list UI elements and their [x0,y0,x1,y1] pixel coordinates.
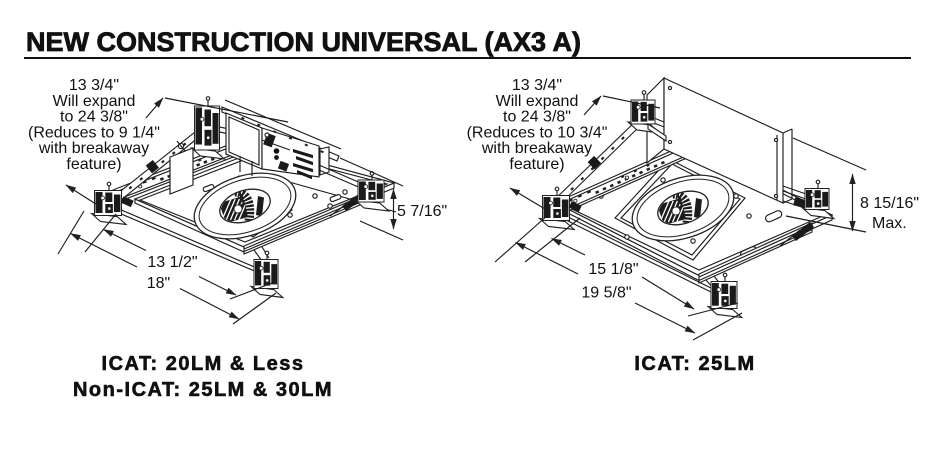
svg-text:with breakaway: with breakaway [481,140,592,157]
svg-text:8 15/16": 8 15/16" [860,195,919,212]
svg-text:15 1/8": 15 1/8" [588,261,638,278]
svg-text:with breakaway: with breakaway [38,140,149,157]
svg-text:Will expand: Will expand [496,93,579,110]
svg-text:(Reduces to 10 3/4": (Reduces to 10 3/4" [467,124,608,141]
svg-text:(Reduces to 9 1/4": (Reduces to 9 1/4" [28,124,160,141]
svg-text:Will expand: Will expand [53,93,136,110]
svg-text:13 3/4": 13 3/4" [512,77,562,94]
svg-text:to 24 3/8": to 24 3/8" [503,109,571,126]
svg-text:feature): feature) [509,156,564,173]
svg-text:19 5/8": 19 5/8" [581,285,631,302]
svg-text:13 3/4": 13 3/4" [69,77,119,94]
svg-text:to 24 3/8": to 24 3/8" [60,109,128,126]
svg-text:5 7/16": 5 7/16" [397,203,447,220]
svg-text:Max.: Max. [872,215,907,232]
svg-text:13 1/2": 13 1/2" [147,254,197,271]
svg-text:feature): feature) [66,156,121,173]
svg-text:18": 18" [147,275,170,292]
